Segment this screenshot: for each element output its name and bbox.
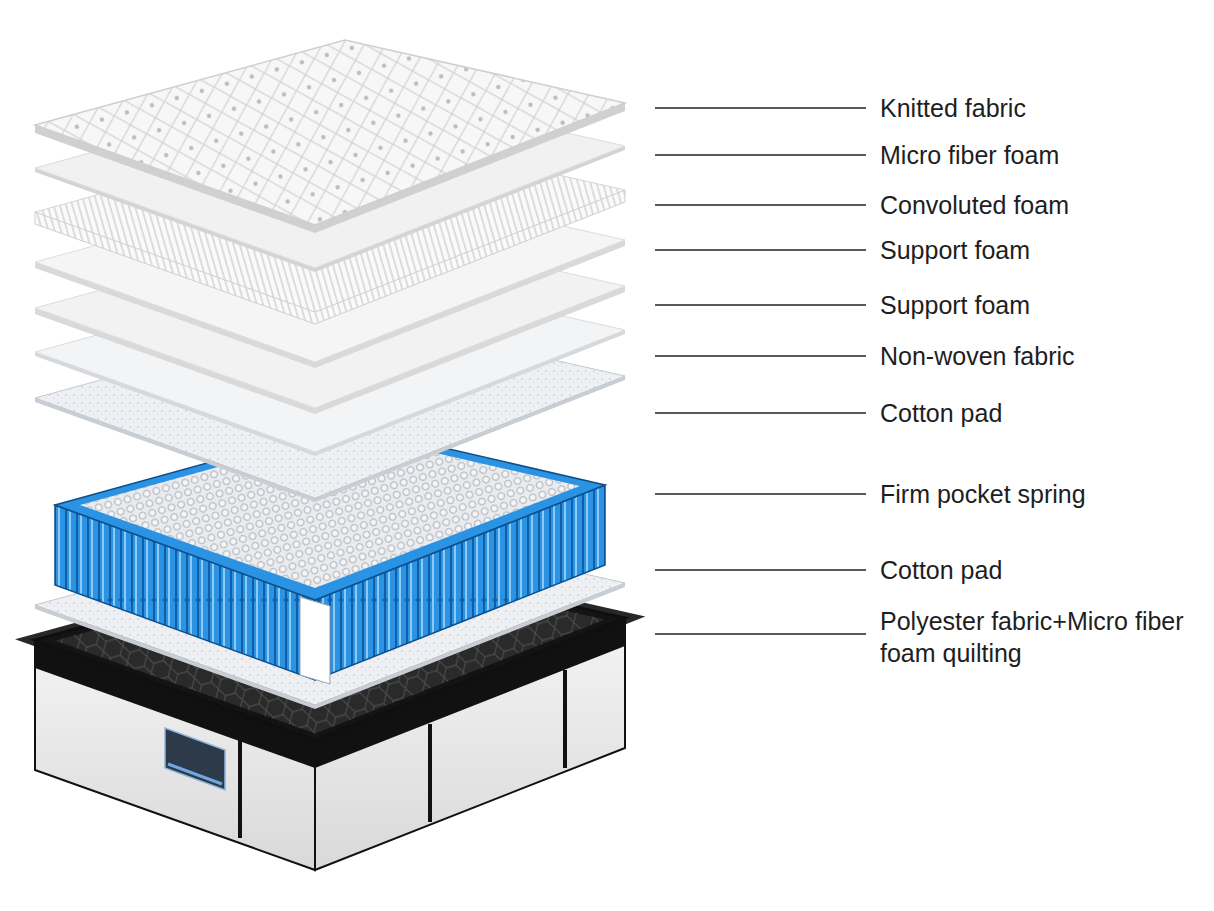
leader-line: [655, 493, 866, 495]
leader-line: [655, 154, 866, 156]
leader-line: [655, 107, 866, 109]
leader-line: [655, 633, 866, 635]
leader-line: [655, 355, 866, 357]
knitted-fabric: [35, 40, 625, 225]
part-label: Non-woven fabric: [880, 340, 1200, 372]
corner-tab: [300, 597, 330, 684]
part-label: Knitted fabric: [880, 92, 1200, 124]
base-handle: [238, 740, 242, 838]
brand-tag: [165, 728, 225, 790]
leader-lines: [655, 108, 866, 634]
part-label: Support foam: [880, 234, 1200, 266]
leader-line: [655, 204, 866, 206]
leader-line: [655, 569, 866, 571]
leader-line: [655, 304, 866, 306]
leader-line: [655, 412, 866, 414]
part-label: Support foam: [880, 289, 1200, 321]
knitted-fabric-layer: [35, 40, 625, 233]
brand-tag-stripe: [168, 764, 222, 784]
part-label: Convoluted foam: [880, 189, 1200, 221]
leader-line: [655, 249, 866, 251]
part-label: Micro fiber foam: [880, 139, 1200, 171]
part-label: Firm pocket spring: [880, 478, 1200, 510]
base-handle: [563, 670, 567, 768]
part-label: Cotton pad: [880, 397, 1200, 429]
base-handle: [428, 724, 432, 822]
part-label: Cotton pad: [880, 554, 1200, 586]
part-label: Polyester fabric+Micro fiber foam quilti…: [880, 605, 1200, 669]
